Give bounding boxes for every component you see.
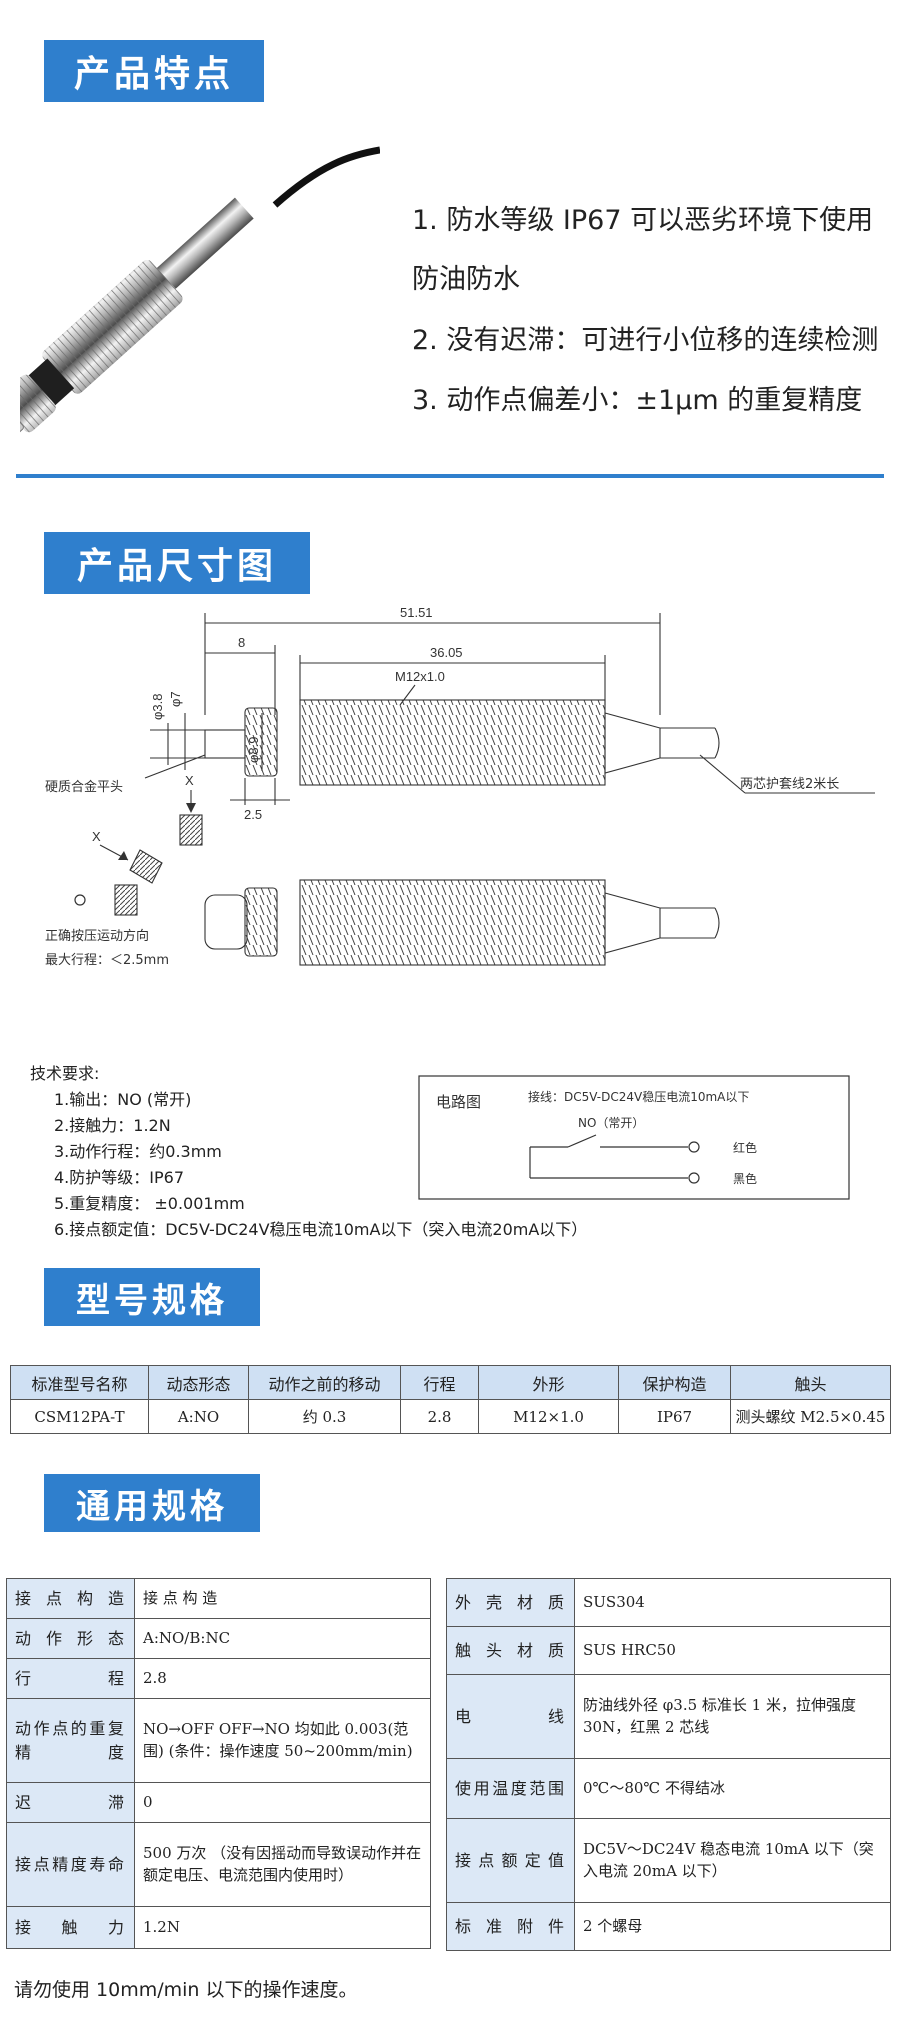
cable-label: 两芯护套线2米长 bbox=[740, 776, 839, 792]
table-row: CSM12PA-T A:NO 约 0.3 2.8 M12×1.0 IP67 测头… bbox=[10, 1399, 891, 1434]
dia-89: φ8.9 bbox=[246, 736, 261, 763]
feature-1: 1. 防水等级 IP67 可以恶劣环境下使用 bbox=[412, 205, 874, 236]
model-col-header: 标准型号名称 bbox=[10, 1365, 149, 1400]
max-stroke: 最大行程：＜2.5mm bbox=[45, 953, 169, 968]
dia-7: φ7 bbox=[168, 691, 183, 707]
spec-key: 触头材质 bbox=[446, 1626, 575, 1675]
model-col-header: 外形 bbox=[478, 1365, 619, 1400]
spec-value: NO→OFF OFF→NO 均如此 0.003(范围) (条件：操作速度 50~… bbox=[134, 1698, 431, 1783]
tech-item-2: 2.接触力：1.2N bbox=[54, 1116, 171, 1135]
spec-value: 2 个螺母 bbox=[574, 1902, 891, 1951]
spec-value: 接 点 构 造 bbox=[134, 1578, 431, 1619]
tech-item-1: 1.输出：NO (常开) bbox=[54, 1090, 192, 1109]
model-cell: M12×1.0 bbox=[478, 1399, 619, 1434]
spec-value: A:NO/B:NC bbox=[134, 1618, 431, 1659]
circuit-title: 电路图 bbox=[436, 1093, 481, 1111]
feature-1-cont: 防油防水 bbox=[412, 264, 520, 295]
dimension-drawing: 51.51 8 36.05 M12x1.0 φ3.8 φ7 φ8.9 2.5 硬… bbox=[45, 605, 875, 968]
dimensions-banner: 产品尺寸图 bbox=[44, 532, 310, 594]
product-photo bbox=[20, 146, 380, 435]
spec-value: 1.2N bbox=[134, 1906, 431, 1949]
model-cell: CSM12PA-T bbox=[10, 1399, 149, 1434]
spec-value: SUS HRC50 bbox=[574, 1626, 891, 1675]
spec-value: SUS304 bbox=[574, 1578, 891, 1627]
model-cell: A:NO bbox=[148, 1399, 249, 1434]
model-cell: 2.8 bbox=[400, 1399, 479, 1434]
spec-key: 行程 bbox=[6, 1658, 135, 1699]
spec-value: 0 bbox=[134, 1782, 431, 1823]
section-divider bbox=[16, 474, 884, 478]
wire-red: 红色 bbox=[733, 1140, 757, 1155]
spec-key: 迟滞 bbox=[6, 1782, 135, 1823]
model-banner: 型号规格 bbox=[44, 1268, 260, 1326]
dim-8: 8 bbox=[238, 635, 245, 650]
tech-item-6: 6.接点额定值：DC5V-DC24V稳压电流10mA以下（突入电流20mA以下） bbox=[54, 1220, 588, 1239]
speed-note: 请勿使用 10mm/min 以下的操作速度。 bbox=[14, 1979, 358, 2001]
model-col-header: 触头 bbox=[730, 1365, 891, 1400]
spec-value: 2.8 bbox=[134, 1658, 431, 1699]
model-col-header: 保护构造 bbox=[618, 1365, 731, 1400]
general-banner: 通用规格 bbox=[44, 1474, 260, 1532]
model-cell: IP67 bbox=[618, 1399, 731, 1434]
tech-title: 技术要求: bbox=[30, 1064, 100, 1083]
feature-2: 2. 没有迟滞：可进行小位移的连续检测 bbox=[412, 325, 879, 356]
model-col-header: 行程 bbox=[400, 1365, 479, 1400]
dim-body: 36.05 bbox=[430, 645, 463, 660]
spec-key: 接触力 bbox=[6, 1906, 135, 1949]
model-cell: 约 0.3 bbox=[248, 1399, 401, 1434]
spec-key: 标准附件 bbox=[446, 1902, 575, 1951]
table-row: 接点构造接 点 构 造 bbox=[6, 1578, 431, 1619]
spec-key: 电线 bbox=[446, 1674, 575, 1759]
spec-key: 接点额定值 bbox=[446, 1818, 575, 1903]
dia-38: φ3.8 bbox=[150, 693, 165, 720]
model-table-header: 标准型号名称 动态形态 动作之前的移动 行程 外形 保护构造 触头 bbox=[10, 1365, 891, 1400]
spec-key: 接点精度寿命 bbox=[6, 1822, 135, 1907]
thread-spec: M12x1.0 bbox=[395, 669, 445, 684]
feature-3: 3. 动作点偏差小：±1μm 的重复精度 bbox=[412, 385, 863, 416]
tech-item-4: 4.防护等级：IP67 bbox=[54, 1168, 184, 1187]
circuit-wiring: 接线：DC5V-DC24V稳压电流10mA以下 bbox=[528, 1089, 749, 1104]
model-col-header: 动态形态 bbox=[148, 1365, 249, 1400]
x-mark-2: X bbox=[185, 773, 194, 788]
model-col-header: 动作之前的移动 bbox=[248, 1365, 401, 1400]
wire-black: 黑色 bbox=[733, 1172, 757, 1186]
dim-total: 51.51 bbox=[400, 605, 433, 620]
tech-item-3: 3.动作行程：约0.3mm bbox=[54, 1142, 222, 1161]
dim-25: 2.5 bbox=[244, 807, 262, 822]
spec-value: DC5V～DC24V 稳态电流 10mA 以下（突入电流 20mA 以下） bbox=[574, 1818, 891, 1903]
model-cell: 测头螺纹 M2.5×0.45 bbox=[730, 1399, 891, 1434]
tech-item-5: 5.重复精度： ±0.001mm bbox=[54, 1194, 245, 1213]
spec-key: 接点构造 bbox=[6, 1578, 135, 1619]
tip-label: 硬质合金平头 bbox=[45, 779, 123, 795]
spec-value: 0℃～80℃ 不得结冰 bbox=[574, 1758, 891, 1819]
table-row: 电线防油线外径 φ3.5 标准长 1 米，拉伸强度 30N，红黑 2 芯线 bbox=[446, 1674, 891, 1759]
model-table: 标准型号名称 动态形态 动作之前的移动 行程 外形 保护构造 触头 CSM12P… bbox=[10, 1365, 891, 1434]
spec-key: 动作点的重复精度 bbox=[6, 1698, 135, 1783]
spec-value: 500 万次 （没有因摇动而导致误动作并在额定电压、电流范围内使用时） bbox=[134, 1822, 431, 1907]
features-banner: 产品特点 bbox=[44, 40, 264, 102]
spec-value: 防油线外径 φ3.5 标准长 1 米，拉伸强度 30N，红黑 2 芯线 bbox=[574, 1674, 891, 1759]
spec-key: 动作形态 bbox=[6, 1618, 135, 1659]
direction-label: 正确按压运动方向 bbox=[45, 928, 149, 944]
spec-key: 使用温度范围 bbox=[446, 1758, 575, 1819]
circuit-no: NO（常开） bbox=[578, 1116, 644, 1130]
spec-key: 外壳材质 bbox=[446, 1578, 575, 1627]
x-mark-1: X bbox=[92, 829, 101, 844]
circuit-diagram: 电路图 接线：DC5V-DC24V稳压电流10mA以下 NO（常开） 红色 黑色 bbox=[418, 1075, 850, 1200]
